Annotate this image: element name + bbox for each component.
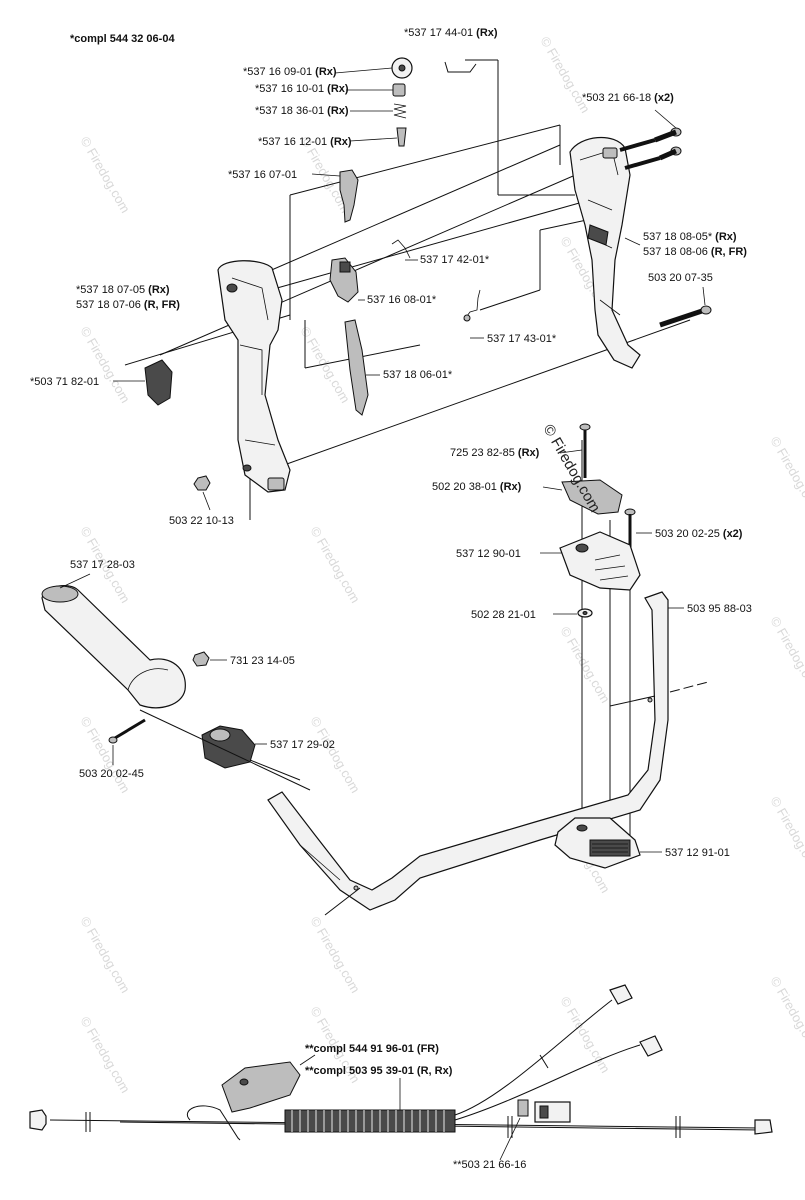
label-503-21-66-18: *503 21 66-18 (x2) [582, 92, 674, 104]
lock-button [329, 257, 359, 303]
screw-503-20-02-25 [624, 508, 636, 548]
cable-sleeve [284, 1109, 456, 1133]
label-537-12-90-01: 537 12 90-01 [456, 548, 521, 560]
label-537-16-07-01: *537 16 07-01 [228, 169, 297, 181]
watermark: © Firedog.com [307, 524, 363, 606]
bracket-502-20-38-01 [561, 479, 623, 515]
cable-terminal [517, 1099, 529, 1117]
label-537-18-07-06: 537 18 07-06 (R, FR) [76, 299, 180, 311]
spring-537-17-42-01 [391, 239, 411, 259]
label-503-22-10-13: 503 22 10-13 [169, 515, 234, 527]
watermark: © Firedog.com [297, 324, 353, 406]
nut-731-23-14-05 [192, 651, 210, 667]
label-502-20-38-01: 502 20 38-01 (Rx) [432, 481, 522, 493]
label-537-17-43-01: 537 17 43-01* [487, 333, 557, 345]
upper-labels: *compl 544 32 06-04 *537 17 44-01 (Rx) *… [30, 27, 747, 527]
label-503-20-02-45: 503 20 02-45 [79, 768, 144, 780]
label-537-18-06-01: 537 18 06-01* [383, 369, 453, 381]
label-537-16-09-01: *537 16 09-01 (Rx) [243, 66, 337, 78]
label-537-17-28-03: 537 17 28-03 [70, 559, 135, 571]
screw-503-21-66-18 [619, 127, 682, 170]
watermark: © Firedog.com [307, 914, 363, 996]
watermark: © Firedog.com [767, 614, 805, 696]
label-537-17-42-01: 537 17 42-01* [420, 254, 490, 266]
spring-537-18-36-01 [393, 103, 407, 119]
label-537-18-07-05: *537 18 07-05 (Rx) [76, 284, 170, 296]
label-503-20-07-35: 503 20 07-35 [648, 272, 713, 284]
label-537-18-36-01: *537 18 36-01 (Rx) [255, 105, 349, 117]
grip-537-17-28-03 [41, 584, 186, 709]
label-503-20-02-25: 503 20 02-25 (x2) [655, 528, 743, 540]
label-503-95-88-03: 503 95 88-03 [687, 603, 752, 615]
label-compl-r-rx: **compl 503 95 39-01 (R, Rx) [305, 1065, 453, 1077]
upper-parts [144, 57, 712, 493]
label-725-23-82-85: 725 23 82-85 (Rx) [450, 447, 540, 459]
label-537-12-91-01: 537 12 91-01 [665, 847, 730, 859]
screw-503-20-02-45 [108, 718, 146, 744]
watermark: © Firedog.com [767, 794, 805, 876]
pin-537-16-12-01 [396, 127, 407, 147]
bottom-labels: **compl 544 91 96-01 (FR) **compl 503 95… [305, 1043, 526, 1171]
clamp-upper-537-12-90-01 [559, 531, 641, 591]
stop-switch [144, 359, 173, 406]
label-537-18-08-05: 537 18 08-05* (Rx) [643, 231, 737, 243]
label-537-16-10-01: *537 16 10-01 (Rx) [255, 83, 349, 95]
label-compl-fr: **compl 544 91 96-01 (FR) [305, 1043, 439, 1055]
cable-handle-piece [221, 1061, 301, 1113]
label-537-17-44-01: *537 17 44-01 (Rx) [404, 27, 498, 39]
label-537-17-29-02: 537 17 29-02 [270, 739, 335, 751]
screw-503-20-07-35 [659, 305, 712, 328]
watermark: © Firedog.com [307, 714, 363, 796]
label-503-71-82-01: *503 71 82-01 [30, 376, 99, 388]
watermark: © Firedog.com [767, 434, 805, 516]
watermark: © Firedog.com [557, 624, 613, 706]
label-537-18-08-06: 537 18 08-06 (R, FR) [643, 246, 747, 258]
connector-top [609, 984, 633, 1005]
middle-parts [41, 423, 709, 916]
throttle-trigger [339, 169, 359, 223]
watermark: © Firedog.com [77, 714, 133, 796]
handle-left-half [217, 260, 291, 493]
wire-clip-537-17-44-01 [444, 61, 477, 73]
middle-labels: 725 23 82-85 (Rx) 502 20 38-01 (Rx) 503 … [59, 447, 752, 859]
bushing-537-16-10-01 [392, 83, 406, 97]
stop-lever [344, 319, 369, 416]
cable-plug-right [754, 1119, 773, 1135]
label-compl-top: *compl 544 32 06-04 [70, 33, 175, 45]
label-731-23-14-05: 731 23 14-05 [230, 655, 295, 667]
watermark: © Firedog.com [77, 1014, 133, 1096]
watermark: © Firedog.com [77, 914, 133, 996]
watermark: © Firedog.com [767, 974, 805, 1056]
watermark: © Firedog.com [77, 324, 133, 406]
watermark: © Firedog.com [77, 134, 133, 216]
handle-right-half [569, 136, 641, 369]
watermark-layer: © Firedog.com © Firedog.com © Firedog.co… [77, 34, 805, 1096]
nut-503-22-10-13 [193, 475, 211, 491]
cable-assembly [29, 984, 773, 1161]
label-537-16-12-01: *537 16 12-01 (Rx) [258, 136, 352, 148]
screw-725-23-82-85 [579, 423, 591, 478]
label-537-16-08-01: 537 16 08-01* [367, 294, 437, 306]
label-503-21-66-16: **503 21 66-16 [453, 1159, 526, 1171]
connector-right [639, 1035, 663, 1057]
label-502-28-21-01: 502 28 21-01 [471, 609, 536, 621]
cable-plug-left [29, 1109, 47, 1131]
